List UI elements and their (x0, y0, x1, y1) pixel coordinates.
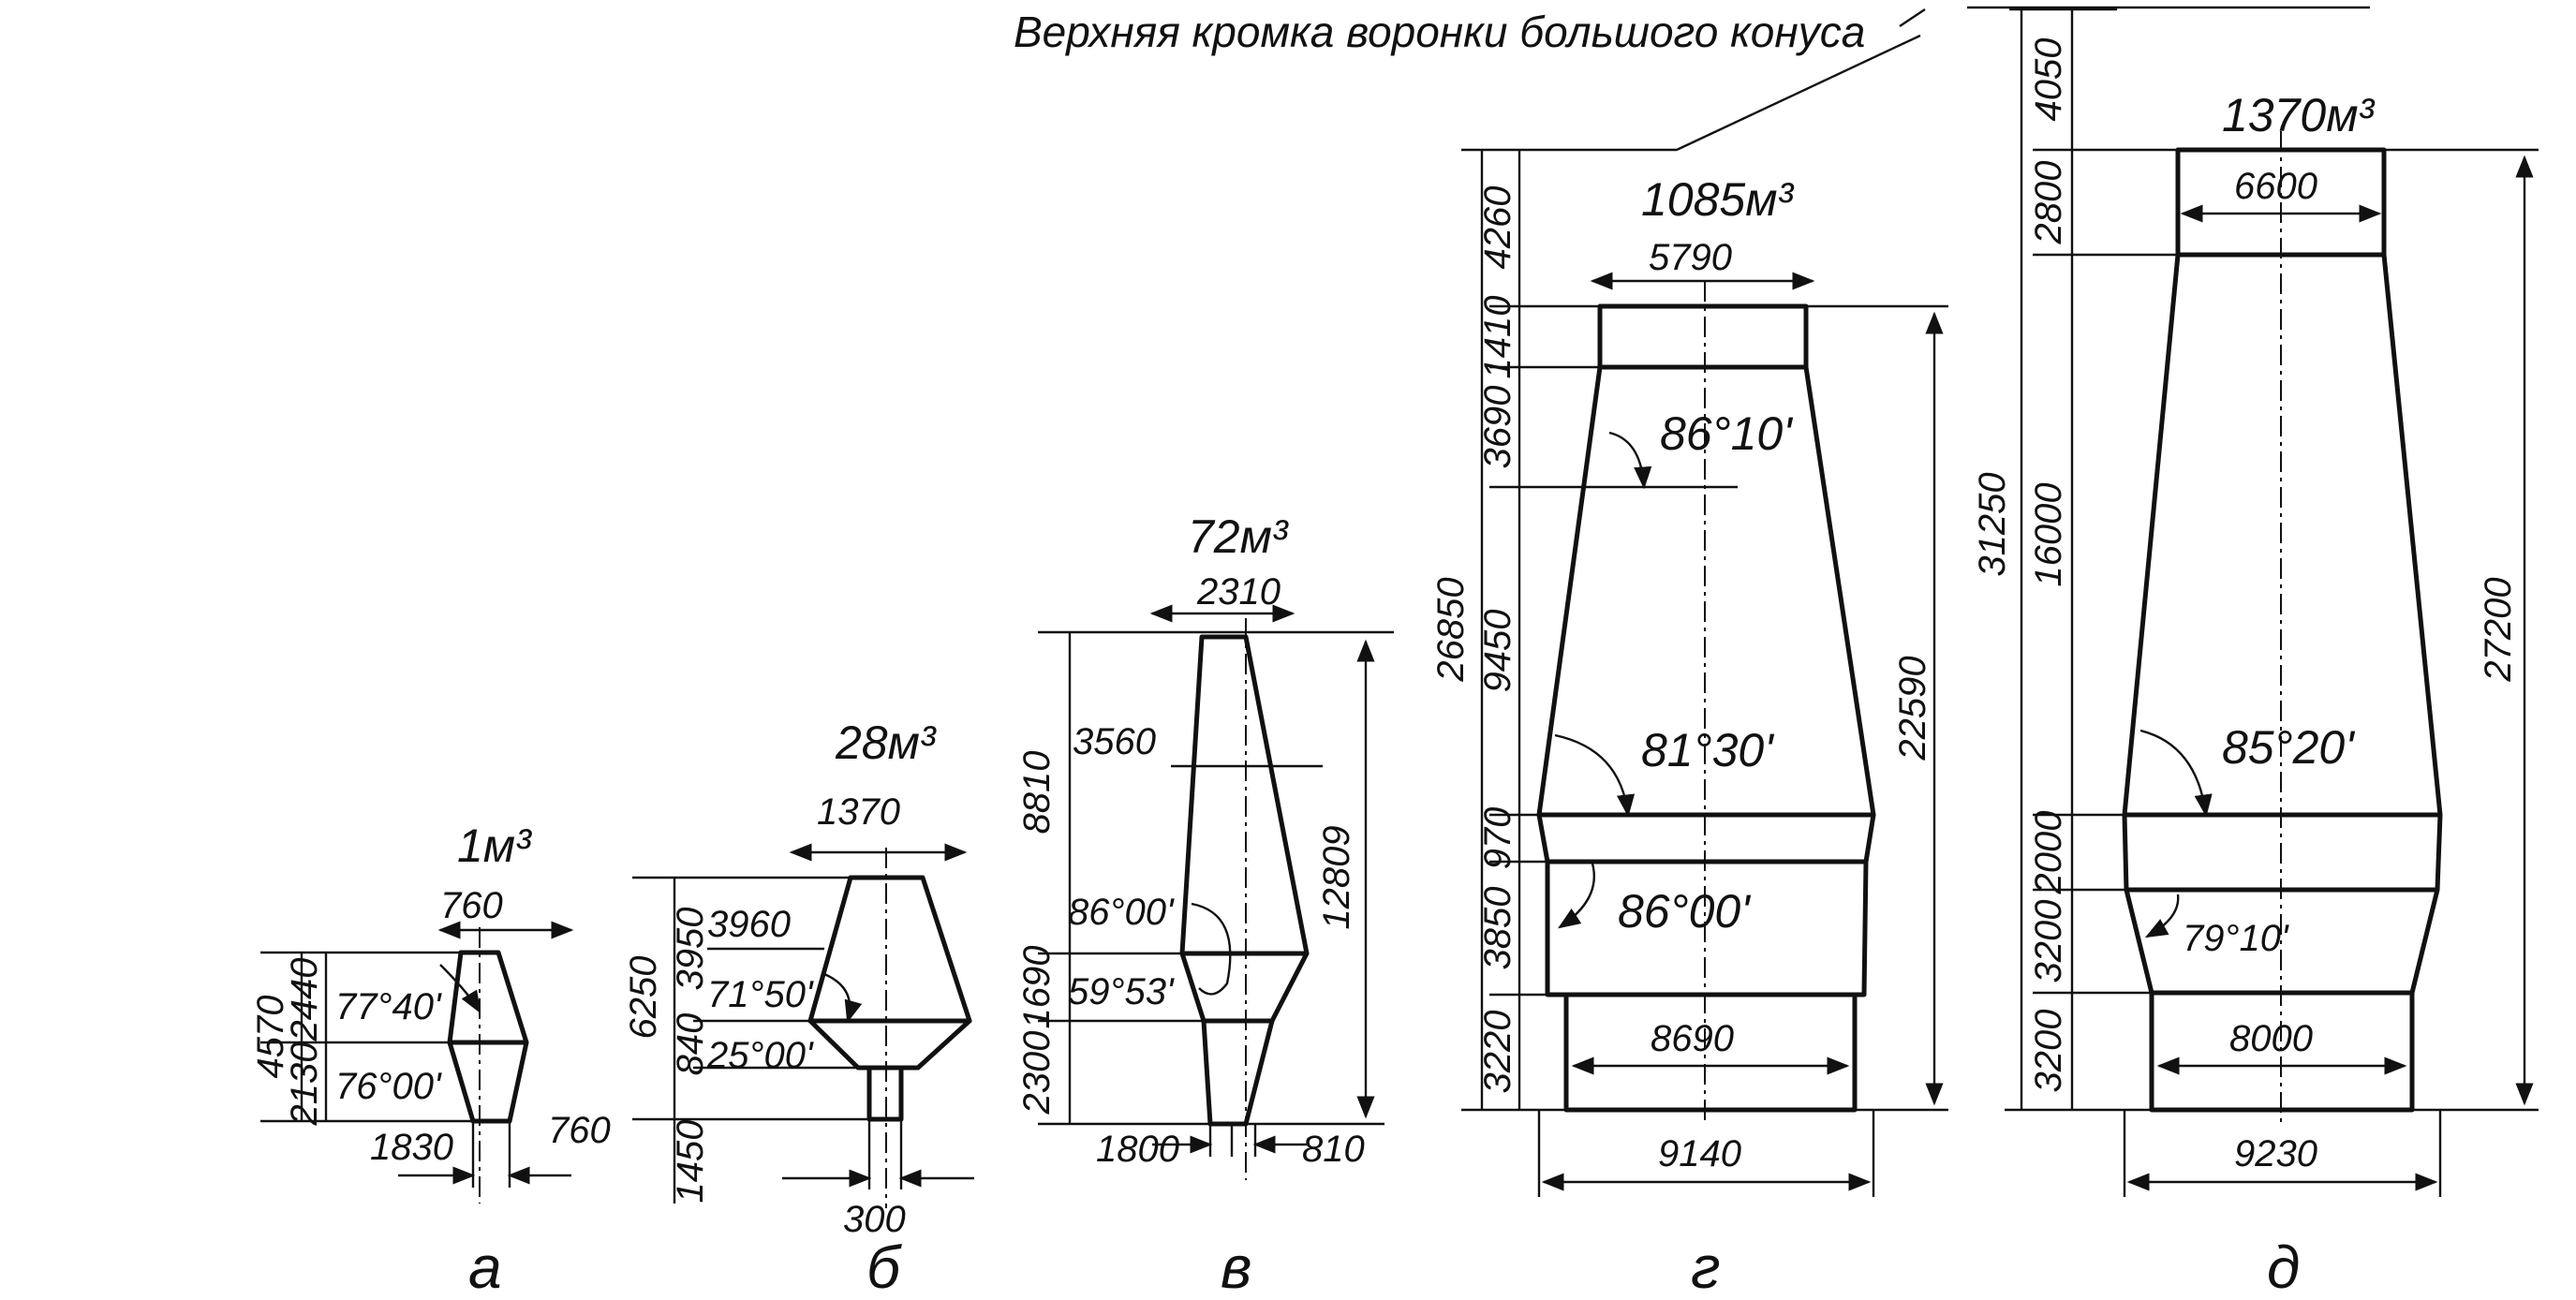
dim-g-throat-width: 5790 (1649, 237, 1732, 278)
angle-g-bosh-arc (1558, 863, 1595, 929)
angle-g-shaft: 81°30' (1641, 724, 1774, 776)
dim-a-top-width: 760 (440, 885, 503, 926)
angle-c-bosh: 59°53' (1068, 971, 1175, 1012)
dim-a-h-top: 2440 (284, 958, 325, 1042)
angle-a-bottom: 76°00' (335, 1066, 442, 1107)
dim-a-bottom-outer: 1830 (370, 1127, 453, 1168)
angle-b-bosh: 25°00' (706, 1035, 814, 1076)
dim-c-mid-width: 3560 (1073, 721, 1156, 762)
caption-leader-tick (1899, 8, 1926, 27)
dim-b-h-shaft: 3950 (670, 908, 711, 991)
dim-b-bottom-width: 300 (843, 1199, 906, 1240)
volume-b: 28м³ (835, 716, 937, 769)
dim-c-bottom-right: 810 (1302, 1129, 1365, 1170)
dim-d-h4: 2000 (2028, 811, 2069, 895)
dim-d-h3: 16000 (2028, 482, 2069, 586)
dim-c-total-height: 12809 (1316, 825, 1357, 929)
dim-d-h2: 2800 (2028, 161, 2069, 245)
furnace-a-profile (447, 950, 529, 1124)
caption-leader-line (1676, 34, 1921, 152)
figure-c: 2310 72м³ 3560 8810 1690 2300 12809 86°0… (1016, 510, 1394, 1300)
caption-text: Верхняя кромка воронки большого конуса (1014, 7, 1865, 56)
dim-c-bottom-left: 1800 (1096, 1129, 1179, 1170)
angle-d-bosh: 79°10' (2183, 918, 2289, 959)
dim-b-sum-upper: 3960 (707, 904, 791, 945)
dim-d-h6: 3200 (2028, 1010, 2069, 1093)
dim-g-h2: 1410 (1477, 296, 1518, 379)
angle-b-shaft: 71°50' (707, 974, 814, 1015)
dim-a-bottom-inner: 760 (548, 1110, 611, 1151)
dim-c-h-bosh: 1690 (1016, 946, 1058, 1029)
dim-g-hearth-width: 8690 (1651, 1018, 1734, 1059)
dim-c-h-shaft: 8810 (1016, 751, 1058, 835)
dim-g-h4: 9450 (1477, 610, 1518, 693)
angle-g-shaft-arc (1554, 733, 1636, 818)
dim-c-top-width: 2310 (1196, 571, 1281, 613)
dim-d-useful-height: 27200 (2478, 577, 2519, 682)
dim-d-hearth-width: 8000 (2229, 1018, 2313, 1059)
figure-g: 5790 1085м³ 26850 4260 1410 3690 9450 97… (1430, 148, 1948, 1300)
furnace-c-profile (1179, 634, 1310, 1127)
dim-g-h3: 3690 (1477, 386, 1518, 469)
figure-b: 1370 28м³ 6250 3950 840 1450 3960 71°50'… (623, 716, 974, 1300)
dim-g-h5: 970 (1477, 807, 1518, 870)
angle-c-shaft: 86°00' (1068, 892, 1175, 933)
dim-d-throat-width: 6600 (2234, 166, 2317, 207)
dim-d-h5: 3200 (2028, 900, 2069, 983)
label-b: б (866, 1234, 902, 1300)
dim-g-total-height: 26850 (1430, 577, 1472, 682)
label-g: г (1691, 1234, 1721, 1300)
furnace-b-hearth (866, 1065, 904, 1122)
dim-a-h-bottom: 2130 (284, 1042, 325, 1127)
dim-c-h-hearth: 2300 (1016, 1031, 1058, 1115)
volume-c: 72м³ (1188, 510, 1289, 563)
dim-g-useful-height: 22590 (1892, 656, 1933, 761)
dim-d-total-height: 31250 (1972, 472, 2013, 576)
angle-d-shaft: 85°20' (2222, 721, 2355, 774)
furnace-d-profile (2122, 147, 2443, 1113)
label-a: а (468, 1234, 502, 1300)
dim-g-h1: 4260 (1477, 186, 1518, 270)
dim-b-h-bosh: 840 (670, 1013, 711, 1076)
figure-d: 6600 1370м³ 31250 4050 2800 16000 2000 3… (1972, 7, 2539, 1300)
volume-d: 1370м³ (2222, 89, 2376, 141)
figure-a: 760 1м³ 4570 2440 2130 77°40' 76°00' 183… (250, 820, 611, 1300)
angle-b-arc (823, 972, 863, 1024)
dim-d-h1: 4050 (2028, 38, 2069, 122)
angle-a-top: 77°40' (335, 986, 442, 1027)
furnace-b-profile (807, 875, 972, 1071)
dim-b-h-hearth: 1450 (670, 1120, 711, 1204)
dim-b-total-height: 6250 (623, 956, 664, 1040)
volume-a: 1м³ (457, 820, 532, 872)
angle-a-arc (439, 964, 481, 1014)
dim-b-top-width: 1370 (817, 791, 900, 833)
dim-d-outer-width: 9230 (2234, 1133, 2317, 1174)
volume-g: 1085м³ (1641, 173, 1795, 226)
label-d: д (2267, 1234, 2300, 1300)
dim-g-outer-width: 9140 (1658, 1133, 1741, 1174)
angle-c-arc (1191, 902, 1232, 996)
angle-g-throat-arc (1608, 431, 1652, 490)
dim-a-total-height: 4570 (250, 996, 291, 1079)
angle-g-throat: 86°10' (1660, 407, 1793, 460)
dim-g-h7: 3220 (1477, 1011, 1518, 1094)
dim-g-h6: 3850 (1477, 887, 1518, 970)
angle-d-bosh-arc (2144, 894, 2180, 938)
angle-d-shaft-arc (2139, 729, 2213, 818)
label-c: в (1221, 1234, 1251, 1300)
angle-g-bosh: 86°00' (1618, 885, 1751, 938)
caption-group: Верхняя кромка воронки большого конуса (1014, 6, 2370, 152)
